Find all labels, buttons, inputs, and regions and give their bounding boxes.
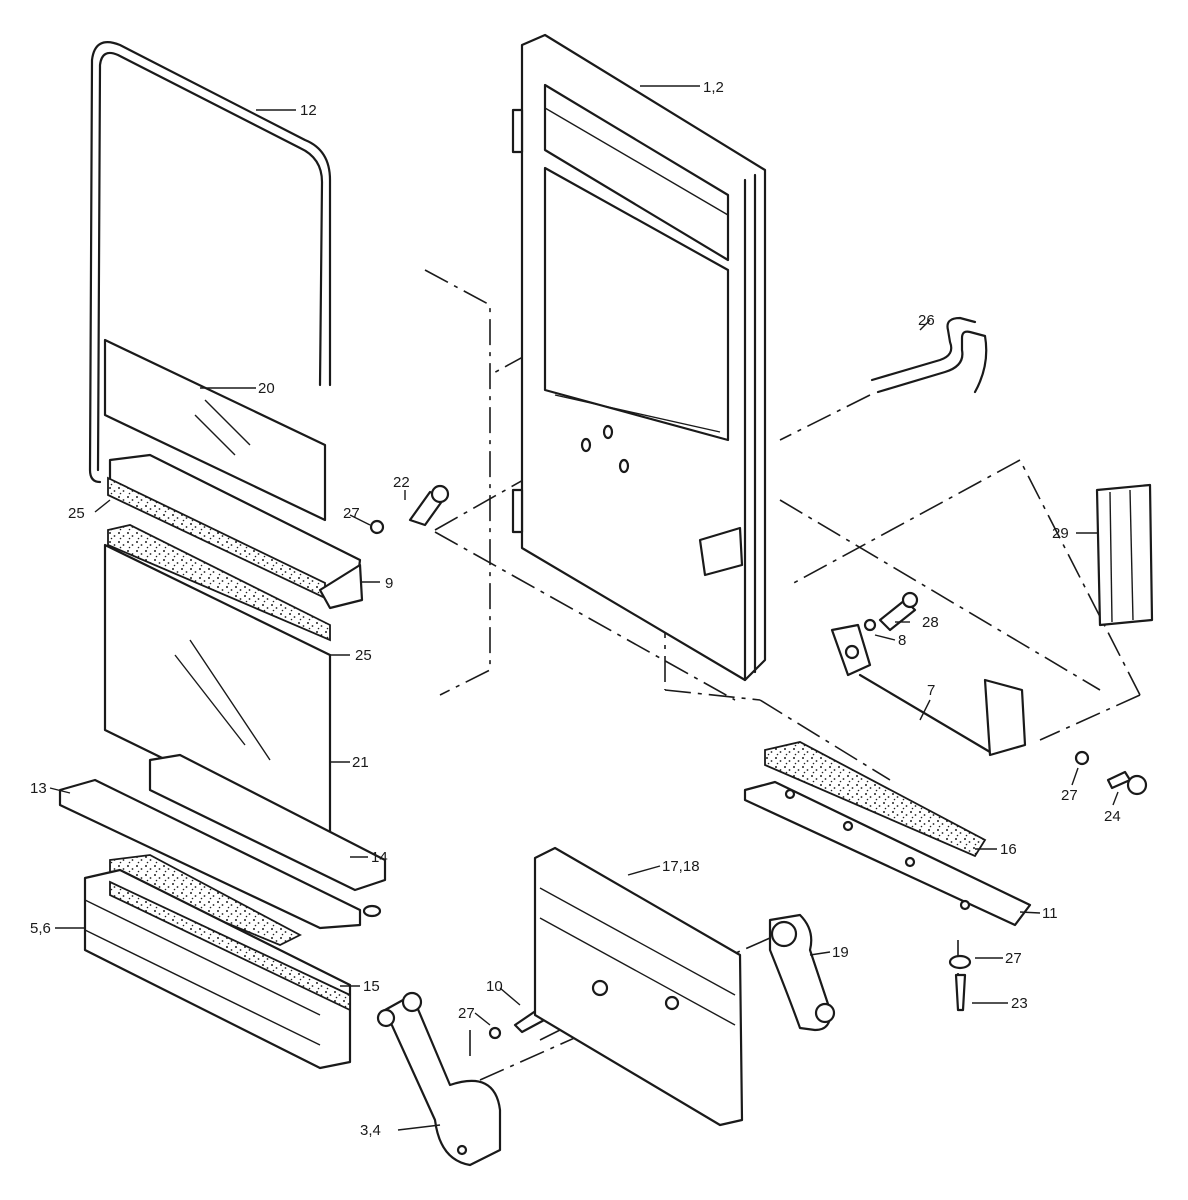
callout-20: 20 — [258, 380, 275, 397]
callout-labels: 12 1,2 26 20 22 27 25 9 29 25 21 28 8 7 … — [30, 79, 1121, 1139]
callout-25-upper: 25 — [68, 505, 85, 522]
seal-12 — [88, 41, 332, 484]
callout-3-4: 3,4 — [360, 1122, 381, 1139]
hinge-8-7 — [830, 623, 1027, 757]
callout-28: 28 — [922, 614, 939, 631]
callout-23: 23 — [1011, 995, 1028, 1012]
callout-17-18: 17,18 — [662, 858, 700, 875]
callout-27-lower-right: 27 — [1005, 950, 1022, 967]
bracket-3-4 — [376, 991, 502, 1167]
callout-19: 19 — [832, 944, 849, 961]
callout-22: 22 — [393, 474, 410, 491]
callout-16: 16 — [1000, 841, 1017, 858]
callout-27-lower-left: 27 — [458, 1005, 475, 1022]
crank-19 — [768, 913, 836, 1032]
callout-25-lower: 25 — [355, 647, 372, 664]
callout-10: 10 — [486, 978, 503, 995]
lower-channel-13-14 — [58, 753, 387, 946]
glass-strip-20 — [103, 338, 327, 522]
callout-26: 26 — [918, 312, 935, 329]
callout-21: 21 — [352, 754, 369, 771]
callout-24: 24 — [1104, 808, 1121, 825]
callout-29: 29 — [1052, 525, 1069, 542]
plates-16-11 — [743, 741, 1032, 927]
door-frame-1-2 — [511, 33, 767, 682]
upper-channel-9 — [107, 453, 364, 610]
callout-12: 12 — [300, 102, 317, 119]
fasteners — [369, 484, 1148, 1040]
callout-1-2: 1,2 — [703, 79, 724, 96]
callout-11: 11 — [1042, 905, 1058, 922]
leader-lines — [49, 85, 1119, 1131]
callout-7: 7 — [927, 682, 935, 699]
callout-8: 8 — [898, 632, 906, 649]
callout-15: 15 — [363, 978, 380, 995]
callout-13: 13 — [30, 780, 47, 797]
callout-9: 9 — [385, 575, 393, 592]
plate-17-18 — [533, 846, 744, 1127]
glass-pane-21 — [103, 524, 332, 842]
bottom-rail-5-6 — [83, 868, 352, 1070]
callout-5-6: 5,6 — [30, 920, 51, 937]
strip-29 — [1095, 483, 1154, 627]
rod-26 — [870, 316, 988, 394]
callout-14: 14 — [371, 849, 388, 866]
callout-27-right: 27 — [1061, 787, 1078, 804]
callout-27-upper: 27 — [343, 505, 360, 522]
